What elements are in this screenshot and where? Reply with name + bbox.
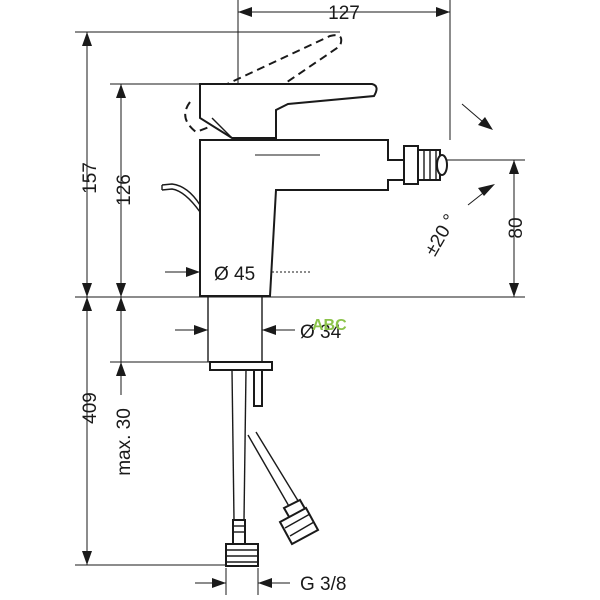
mixer-body bbox=[161, 34, 448, 567]
extension-lines bbox=[75, 0, 525, 566]
dim-shank-diameter: Ø 34 bbox=[300, 322, 342, 343]
watermark-text: ABC bbox=[312, 317, 347, 334]
dim-overall-height: 157 bbox=[80, 162, 101, 194]
dim-max-thickness: max. 30 bbox=[114, 408, 135, 476]
dim-spout-reach: 127 bbox=[328, 3, 360, 24]
dim-base-diameter: Ø 45 bbox=[214, 264, 255, 285]
dim-outlet-height: 80 bbox=[506, 217, 527, 238]
dim-lever-height: 126 bbox=[114, 174, 135, 206]
dimension-lines bbox=[82, 7, 519, 595]
dim-hose-length: 409 bbox=[80, 392, 101, 424]
dim-swivel-angle: ±20 ° bbox=[421, 211, 461, 260]
dim-thread: G 3/8 bbox=[300, 574, 346, 595]
